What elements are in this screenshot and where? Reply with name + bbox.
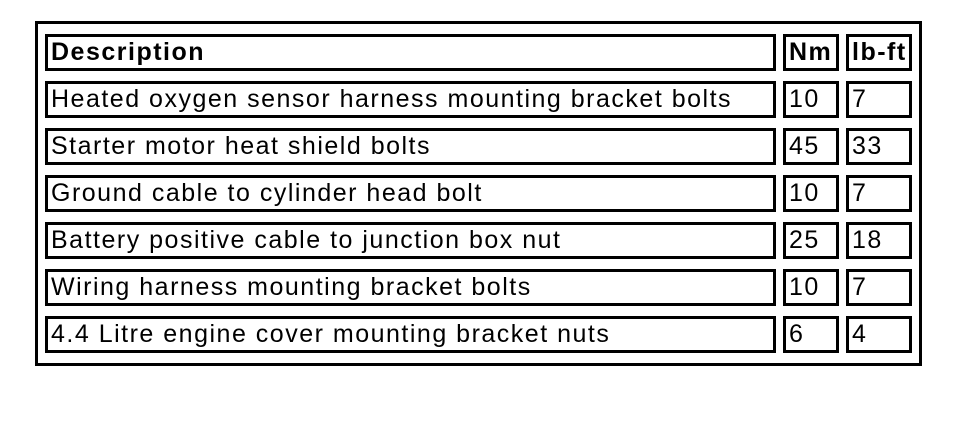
- table-header: Description Nm lb-ft: [45, 34, 912, 71]
- lbft-cell: 18: [846, 222, 912, 259]
- lbft-cell: 4: [846, 316, 912, 353]
- lbft-cell: 7: [846, 269, 912, 306]
- nm-cell: 10: [783, 269, 839, 306]
- table-row: Starter motor heat shield bolts 45 33: [45, 128, 912, 165]
- table-row: Battery positive cable to junction box n…: [45, 222, 912, 259]
- table-row: Heated oxygen sensor harness mounting br…: [45, 81, 912, 118]
- description-cell: Heated oxygen sensor harness mounting br…: [45, 81, 776, 118]
- header-row: Description Nm lb-ft: [45, 34, 912, 71]
- description-cell: Starter motor heat shield bolts: [45, 128, 776, 165]
- lbft-cell: 7: [846, 175, 912, 212]
- nm-cell: 45: [783, 128, 839, 165]
- header-lbft: lb-ft: [846, 34, 912, 71]
- lbft-cell: 33: [846, 128, 912, 165]
- description-cell: Wiring harness mounting bracket bolts: [45, 269, 776, 306]
- lbft-cell: 7: [846, 81, 912, 118]
- nm-cell: 10: [783, 175, 839, 212]
- table-body: Heated oxygen sensor harness mounting br…: [45, 81, 912, 353]
- table-row: Wiring harness mounting bracket bolts 10…: [45, 269, 912, 306]
- nm-cell: 10: [783, 81, 839, 118]
- table-row: Ground cable to cylinder head bolt 10 7: [45, 175, 912, 212]
- table-row: 4.4 Litre engine cover mounting bracket …: [45, 316, 912, 353]
- header-nm: Nm: [783, 34, 839, 71]
- header-description: Description: [45, 34, 776, 71]
- nm-cell: 25: [783, 222, 839, 259]
- description-cell: Ground cable to cylinder head bolt: [45, 175, 776, 212]
- torque-spec-table: Description Nm lb-ft Heated oxygen senso…: [35, 21, 922, 366]
- description-cell: 4.4 Litre engine cover mounting bracket …: [45, 316, 776, 353]
- nm-cell: 6: [783, 316, 839, 353]
- description-cell: Battery positive cable to junction box n…: [45, 222, 776, 259]
